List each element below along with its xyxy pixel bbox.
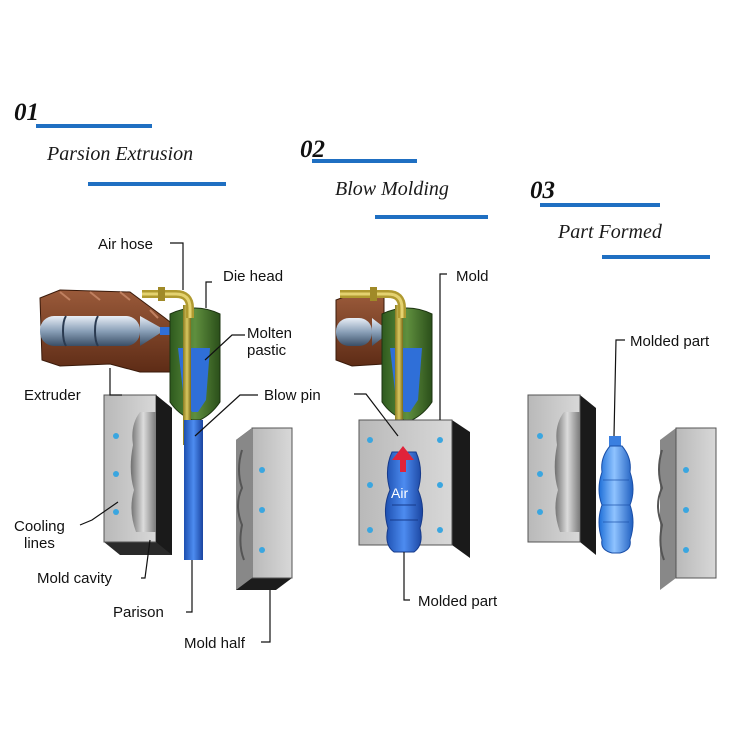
label-air: Air <box>391 485 409 501</box>
stage3-left-mold-half <box>527 394 596 555</box>
step-2-number: 02 <box>300 136 325 163</box>
molded-bottle <box>598 436 634 554</box>
step-3-bottom-rule <box>602 255 710 259</box>
step-1-top-rule <box>36 124 152 128</box>
label-mold-cavity: Mold cavity <box>37 570 113 587</box>
label-air-hose: Air hose <box>98 236 154 253</box>
stage2-extruder <box>335 293 396 367</box>
label-mold: Mold <box>456 268 489 285</box>
label-cooling-lines: Cooling lines <box>14 518 65 553</box>
label-molten-plastic: Molten pastic <box>247 325 293 360</box>
step-1-number: 01 <box>14 99 39 126</box>
step-2-top-rule <box>312 159 417 163</box>
parison <box>184 450 203 560</box>
step-1-title: Parsion Extrusion <box>47 143 194 165</box>
step-3-number: 03 <box>530 177 555 204</box>
stage2-air-hose <box>340 287 406 318</box>
leader-lines <box>79 242 625 643</box>
step-1-bottom-rule <box>88 182 226 186</box>
molded-bottle-in-mold <box>384 451 424 553</box>
label-die-head: Die head <box>223 268 284 285</box>
label-molded-part-mid: Molded part <box>418 593 498 610</box>
left-mold-half <box>103 394 172 555</box>
label-blow-pin: Blow pin <box>264 387 321 404</box>
air-arrow <box>392 446 414 472</box>
stage3-right-mold-half <box>657 427 717 590</box>
label-mold-half: Mold half <box>184 635 245 652</box>
label-extruder: Extruder <box>24 387 81 404</box>
air-hose <box>142 287 194 318</box>
label-molded-part-right: Molded part <box>630 333 710 350</box>
step-3-top-rule <box>540 203 660 207</box>
step-2-title: Blow Molding <box>335 178 449 200</box>
label-parison: Parison <box>113 604 164 621</box>
step-3-title: Part Formed <box>558 221 662 243</box>
right-mold-half <box>236 427 293 590</box>
stage2-die-head <box>381 305 433 455</box>
die-head <box>169 305 221 445</box>
step-2-bottom-rule <box>375 215 488 219</box>
extruder-barrel <box>39 289 182 373</box>
